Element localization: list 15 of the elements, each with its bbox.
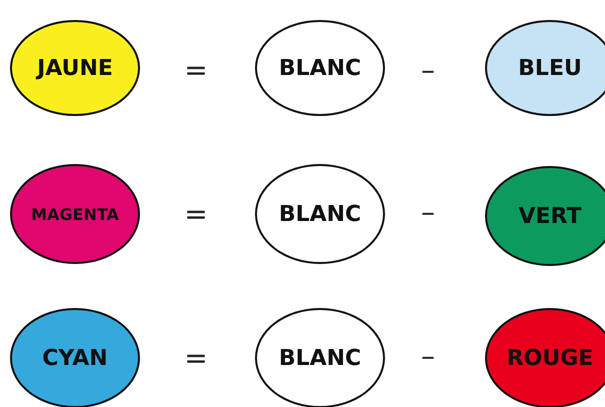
equals-sign: = xyxy=(184,54,208,86)
equals-sign: = xyxy=(184,198,208,230)
node-label: JAUNE xyxy=(37,56,113,80)
minus-sign: – xyxy=(421,340,435,372)
node-label: MAGENTA xyxy=(31,204,119,224)
node-label: BLANC xyxy=(278,56,362,80)
node-label: CYAN xyxy=(42,346,108,370)
minus-sign: – xyxy=(421,196,435,228)
minus-sign: – xyxy=(421,54,435,86)
equals-sign: = xyxy=(184,342,208,374)
node-label: VERT xyxy=(518,204,582,228)
node-label: ROUGE xyxy=(506,346,594,370)
node-label: BLANC xyxy=(278,346,362,370)
node-label: BLANC xyxy=(278,202,362,226)
node-label: BLEU xyxy=(518,56,582,80)
